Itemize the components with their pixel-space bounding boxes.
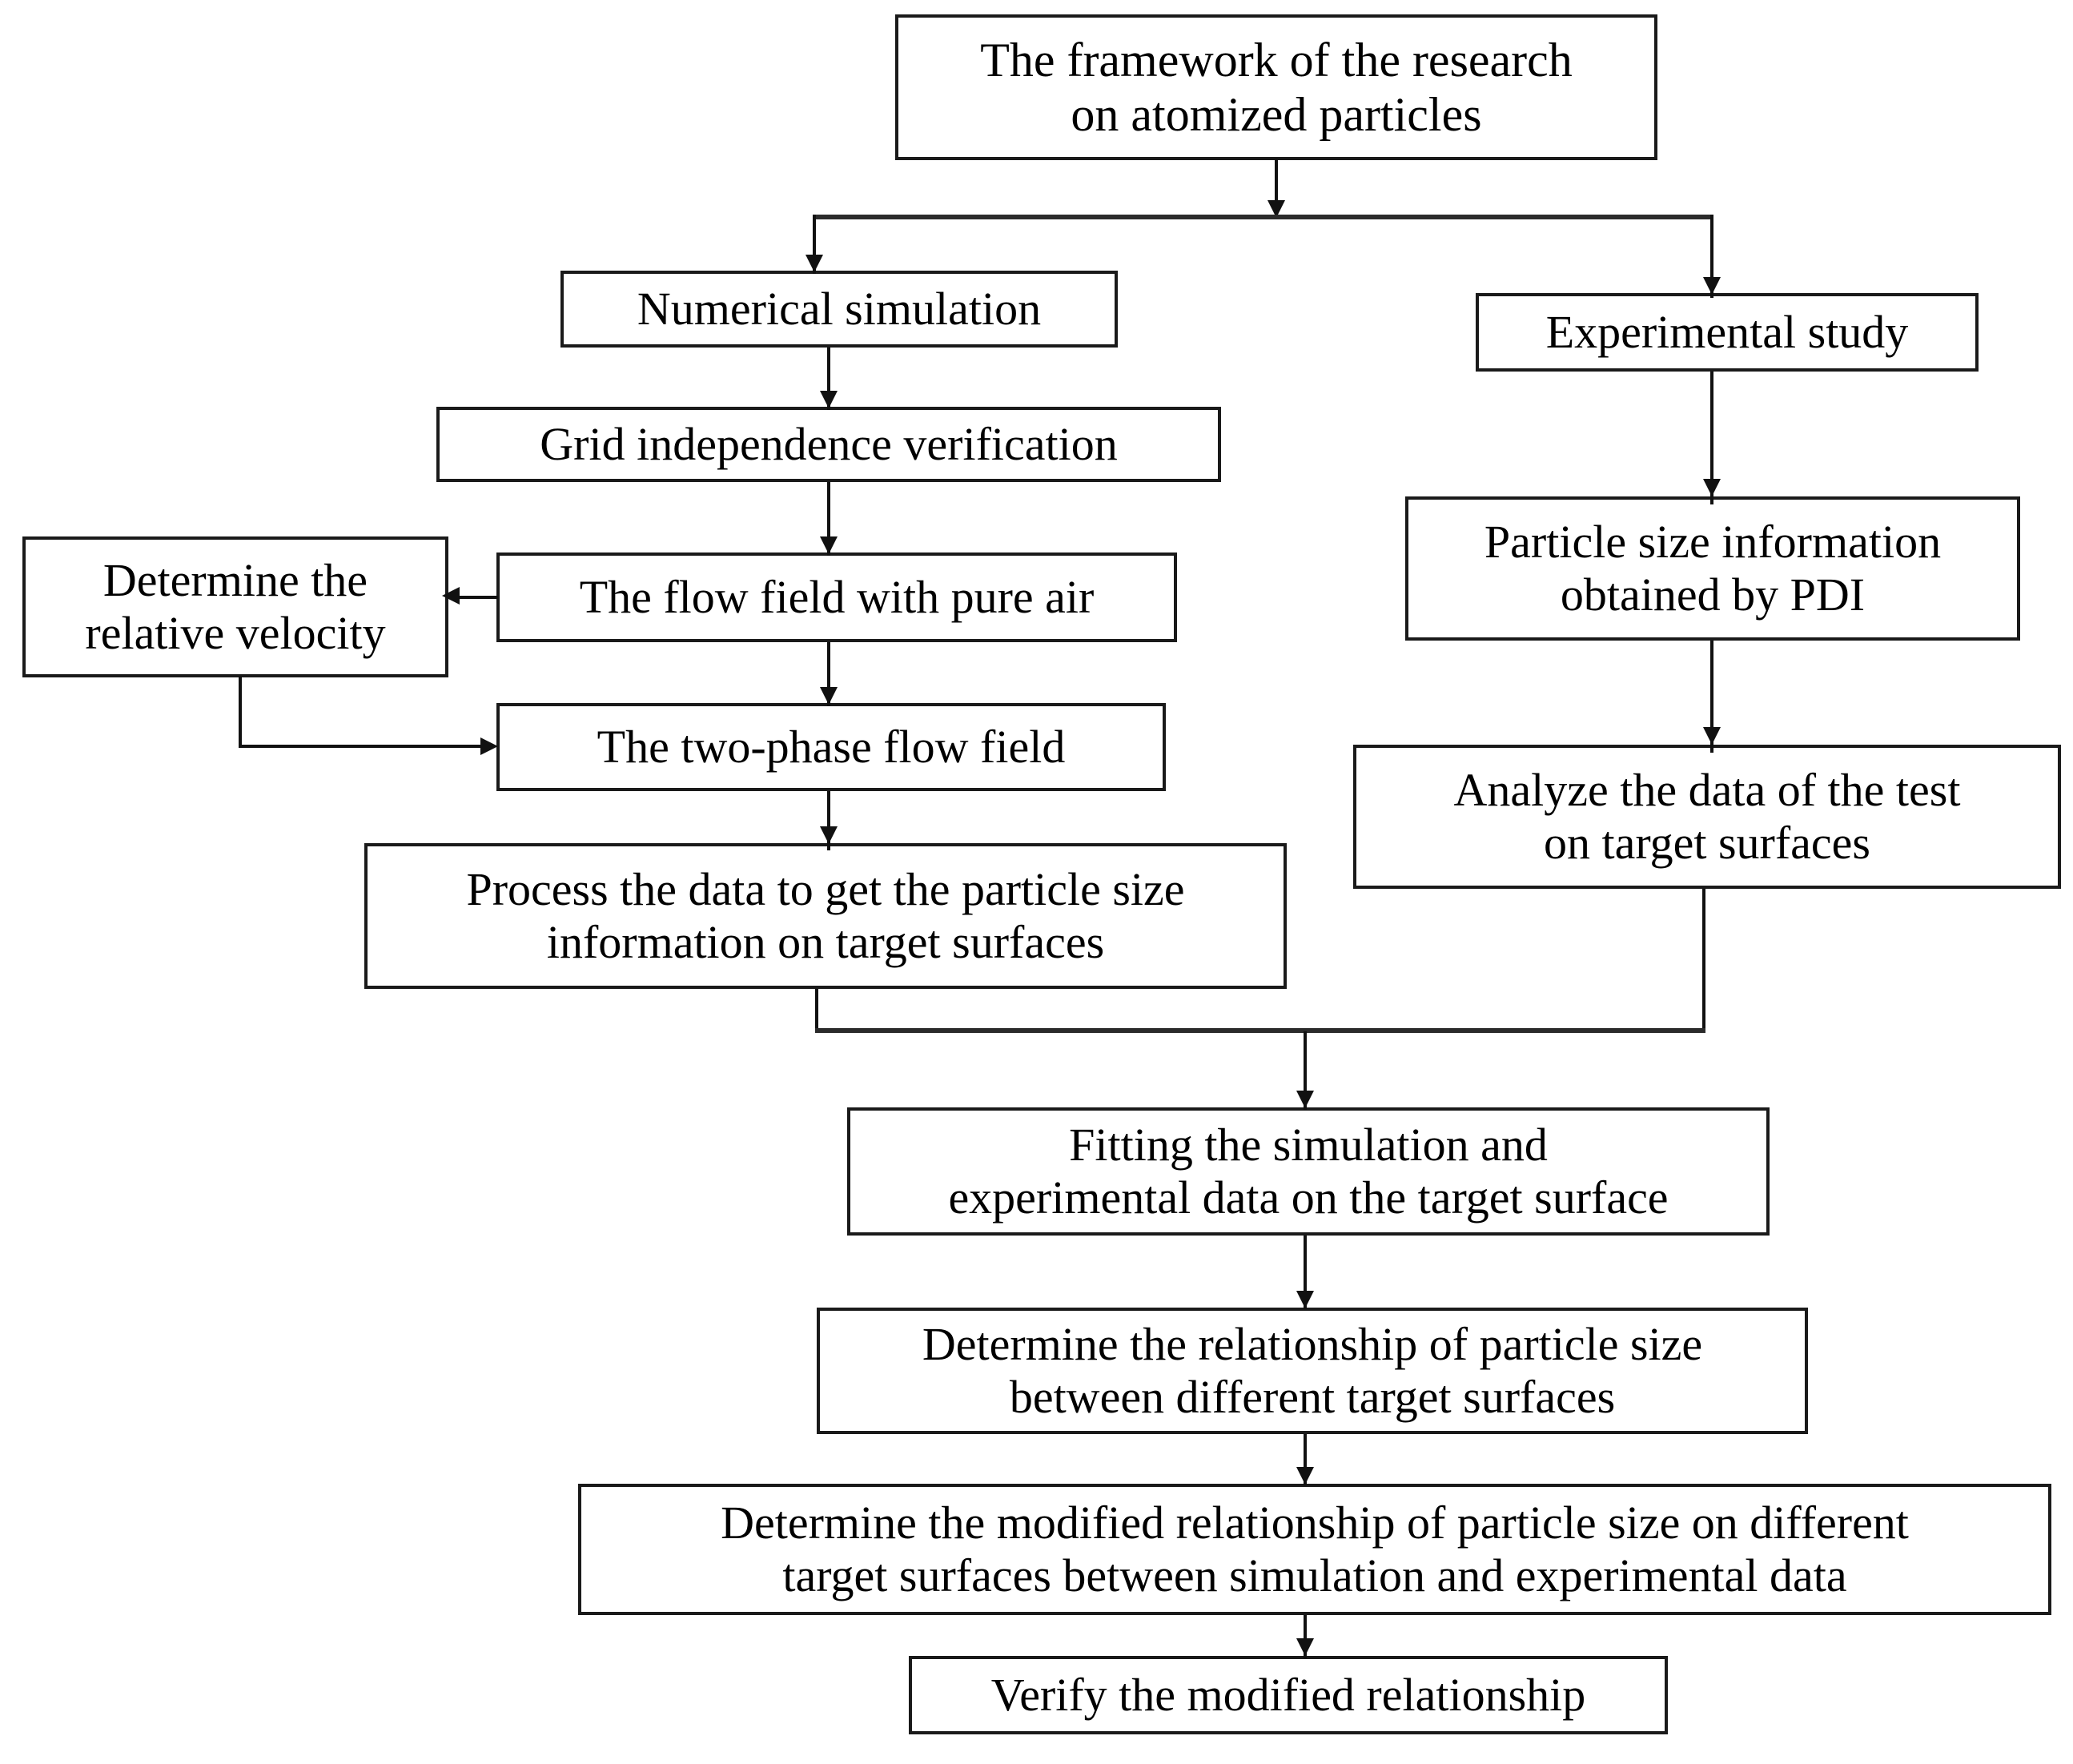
node-particle-size-pdi[interactable]: Particle size information obtained by PD…	[1405, 496, 2020, 641]
edge-twophase-to-process-arrowhead	[820, 826, 838, 844]
node-determine-relationship[interactable]: Determine the relationship of particle s…	[817, 1308, 1808, 1434]
edge-grid-to-pureair	[827, 482, 830, 556]
edge-relvel-to-twophase-arrowhead	[480, 737, 498, 755]
edge-pureair-to-relvel-arrowhead	[442, 587, 460, 605]
edge-merge-to-fitting	[1304, 1031, 1307, 1110]
edge-relvel-to-twophase-horizontal	[239, 745, 487, 748]
node-determine-modified-relationship[interactable]: Determine the modified relationship of p…	[578, 1484, 2051, 1615]
edge-split-to-numerical-simulation-arrowhead	[805, 255, 823, 272]
edge-grid-to-pureair-arrowhead	[820, 536, 838, 554]
node-process-particle-size-data-label: Process the data to get the particle siz…	[466, 862, 1185, 968]
node-determine-relative-velocity-label: Determine the relative velocity	[85, 553, 386, 659]
node-analyze-test-data-label: Analyze the data of the test on target s…	[1453, 763, 1961, 869]
node-numerical-simulation[interactable]: Numerical simulation	[560, 271, 1118, 348]
edge-split-to-numerical-simulation	[813, 215, 816, 274]
edge-numsim-to-grid	[827, 348, 830, 410]
node-two-phase-flow-field-label: The two-phase flow field	[597, 720, 1066, 773]
edge-fitting-to-determine-relationship-arrowhead	[1296, 1291, 1314, 1308]
edge-relvel-to-twophase-vertical	[239, 676, 242, 748]
node-flow-field-pure-air-label: The flow field with pure air	[579, 570, 1095, 623]
node-fitting-simulation-experimental-label: Fitting the simulation and experimental …	[948, 1118, 1669, 1224]
edge-merge-to-fitting-arrowhead	[1296, 1091, 1314, 1108]
edge-split-to-experimental-study	[1710, 215, 1713, 298]
edge-pureair-to-twophase-arrowhead	[820, 687, 838, 705]
node-experimental-study-label: Experimental study	[1545, 305, 1909, 358]
edge-split-bar	[813, 215, 1713, 219]
edge-pureair-to-twophase	[827, 642, 830, 706]
edge-pdi-to-analyze	[1710, 641, 1713, 753]
edge-determine-relationship-to-modified-arrowhead	[1296, 1467, 1314, 1485]
node-determine-relative-velocity[interactable]: Determine the relative velocity	[22, 536, 448, 677]
node-determine-relationship-label: Determine the relationship of particle s…	[922, 1317, 1703, 1423]
edge-analyze-to-merge	[1702, 889, 1705, 1033]
node-analyze-test-data[interactable]: Analyze the data of the test on target s…	[1353, 745, 2061, 889]
node-two-phase-flow-field[interactable]: The two-phase flow field	[496, 703, 1166, 791]
edge-root-to-split-arrowhead	[1268, 200, 1285, 218]
edge-pdi-to-analyze-arrowhead	[1703, 727, 1721, 745]
edge-split-to-experimental-study-arrowhead	[1703, 277, 1721, 295]
node-root-label: The framework of the research on atomize…	[980, 33, 1573, 141]
node-grid-independence-verification-label: Grid independence verification	[540, 417, 1118, 470]
edge-modified-to-verify-arrowhead	[1296, 1638, 1314, 1656]
edge-expstudy-to-pdi	[1710, 372, 1713, 504]
node-process-particle-size-data[interactable]: Process the data to get the particle siz…	[364, 843, 1287, 989]
edge-modified-to-verify	[1304, 1615, 1307, 1658]
node-verify-modified-relationship-label: Verify the modified relationship	[990, 1668, 1586, 1721]
edge-merge-bar	[815, 1028, 1705, 1033]
edge-pureair-to-relvel	[453, 596, 498, 599]
edge-fitting-to-determine-relationship	[1304, 1236, 1307, 1309]
node-determine-modified-relationship-label: Determine the modified relationship of p…	[721, 1496, 1909, 1601]
node-fitting-simulation-experimental[interactable]: Fitting the simulation and experimental …	[847, 1107, 1770, 1236]
node-experimental-study[interactable]: Experimental study	[1476, 293, 1979, 372]
node-grid-independence-verification[interactable]: Grid independence verification	[436, 407, 1221, 482]
node-numerical-simulation-label: Numerical simulation	[637, 282, 1042, 335]
edge-twophase-to-process	[827, 791, 830, 850]
edge-numsim-to-grid-arrowhead	[820, 391, 838, 408]
edge-expstudy-to-pdi-arrowhead	[1703, 479, 1721, 496]
node-root[interactable]: The framework of the research on atomize…	[895, 14, 1657, 160]
node-flow-field-pure-air[interactable]: The flow field with pure air	[496, 553, 1177, 642]
node-verify-modified-relationship[interactable]: Verify the modified relationship	[909, 1656, 1668, 1734]
edge-process-to-merge	[815, 989, 818, 1033]
node-particle-size-pdi-label: Particle size information obtained by PD…	[1484, 515, 1942, 621]
edge-determine-relationship-to-modified	[1304, 1434, 1307, 1485]
edge-root-to-split	[1275, 159, 1278, 219]
